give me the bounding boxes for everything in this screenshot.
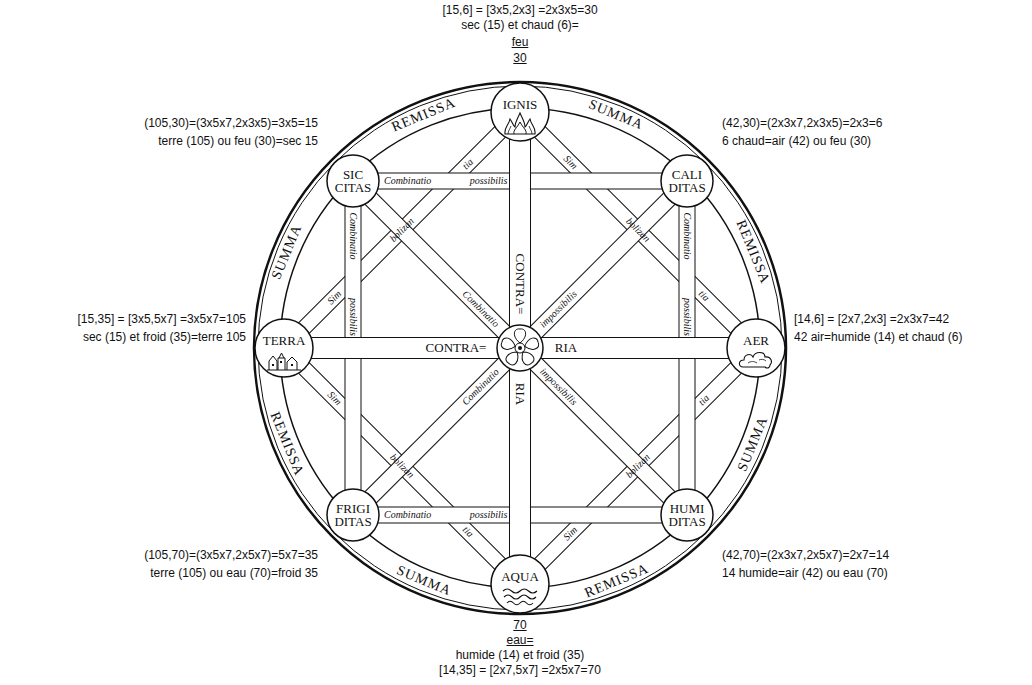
quality-circle: HUMI DITAS <box>660 488 714 542</box>
inner-ring <box>280 108 760 588</box>
node-label: AQUA <box>501 570 539 583</box>
wheel-rings <box>254 82 786 614</box>
element-picture <box>267 353 301 370</box>
annotation: 42 air=humide (14) et chaud (6) <box>794 330 962 345</box>
outer-ring <box>258 86 782 610</box>
annotation: [15,6] = [3x5,2x3] =2x3x5=30 <box>442 3 597 18</box>
node-label: IGNIS <box>503 98 538 111</box>
annotation: 6 chaud=air (42) ou feu (30) <box>722 134 871 149</box>
band-label: CONTRA= RIA <box>514 254 526 406</box>
annotation: feu <box>512 35 529 50</box>
annotation: 70 <box>513 618 526 633</box>
node-outline <box>726 318 786 378</box>
node-label: FRIGI DITAS <box>334 502 371 528</box>
node-label: TERRA <box>263 334 306 347</box>
element-picture <box>505 113 535 134</box>
node-outline <box>490 554 550 614</box>
annotation: terre (105) ou feu (30)=sec 15 <box>158 134 318 149</box>
annotation: (105,70)=(3x5x7,2x5x7)=5x7=35 <box>144 548 318 563</box>
node-label: SIC CITAS <box>335 168 372 194</box>
annotation: sec (15) et froid (35)=terre 105 <box>83 330 246 345</box>
element-circle: AQUA <box>490 554 550 614</box>
node-label: AER <box>743 334 769 347</box>
quality-circle: FRIGI DITAS <box>326 488 380 542</box>
element-picture <box>503 589 537 605</box>
node-label: HUMI DITAS <box>668 502 705 528</box>
annotation: eau= <box>506 633 533 648</box>
node-label: CALI DITAS <box>668 168 705 194</box>
element-circle: IGNIS <box>490 82 550 142</box>
annotation: [15,35] = [3x5,5x7] =3x5x7=105 <box>78 312 246 327</box>
annotation: 14 humide=air (42) ou eau (70) <box>722 566 888 581</box>
element-circle: TERRA <box>254 318 314 378</box>
element-circle: AER <box>726 318 786 378</box>
annotation: (42,70)=(2x3x7,2x5x7)=2x7=14 <box>722 548 889 563</box>
annotation: sec (15) et chaud (6)= <box>461 18 579 33</box>
band-label: CONTRA= RIA <box>426 342 578 354</box>
annotation: 30 <box>513 51 526 66</box>
node-outline <box>254 318 314 378</box>
node-outline <box>490 82 550 142</box>
element-picture <box>739 353 771 369</box>
annotation: (42,30)=(2x3x7,2x3x5)=2x3=6 <box>722 116 882 131</box>
quality-circle: CALI DITAS <box>660 154 714 208</box>
annotation: terre (105) ou eau (70)=froid 35 <box>150 566 318 581</box>
annotation: [14,35] = [2x7,5x7] =2x5x7=70 <box>439 663 601 678</box>
annotation: [14,6] = [2x7,2x3] =2x3x7=42 <box>794 312 949 327</box>
annotation: (105,30)=(3x5x7,2x3x5)=3x5=15 <box>144 116 318 131</box>
quality-circle: SIC CITAS <box>326 154 380 208</box>
outer-ring <box>254 82 786 614</box>
annotation: humide (14) et froid (35) <box>456 648 585 663</box>
